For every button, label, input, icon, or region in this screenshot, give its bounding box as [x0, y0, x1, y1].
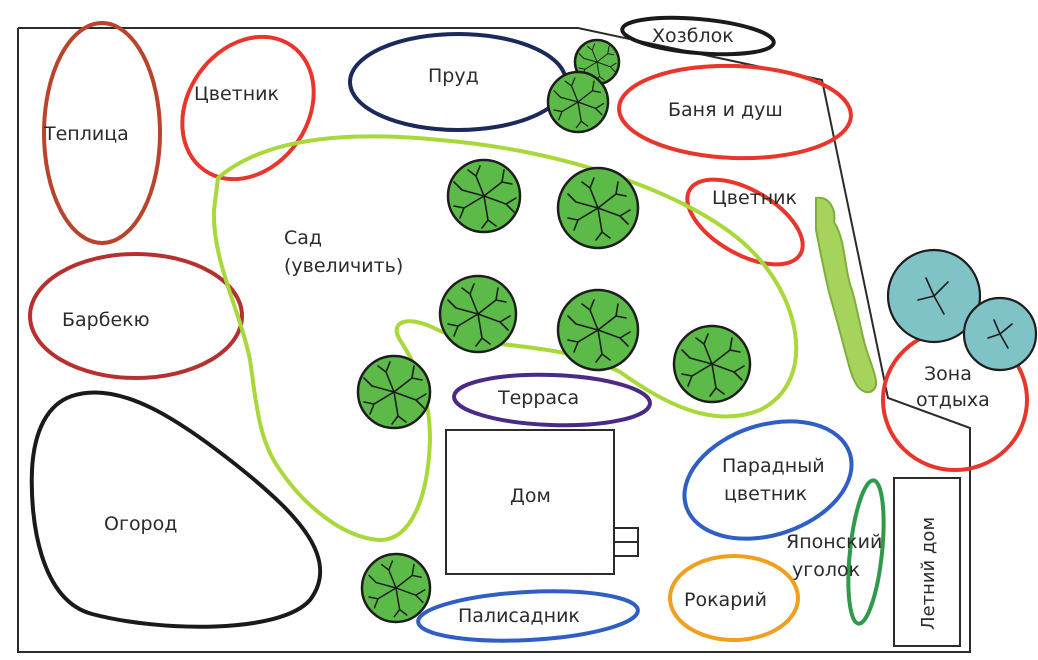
summer-house-building	[893, 477, 961, 647]
front-flowerbed-label: Парадный	[722, 455, 825, 477]
barbecue-zone	[28, 252, 244, 380]
front-flowerbed-label-2: цветник	[724, 483, 807, 505]
flowerbed-zone-1	[180, 34, 316, 182]
flowerbed-zone-2	[685, 177, 805, 267]
greenhouse-label: Теплица	[43, 123, 129, 145]
summer-house-label: Летний дом	[918, 517, 939, 630]
hedge-strip	[815, 196, 877, 394]
house-building	[445, 429, 615, 575]
japanese-corner-label: Японский	[786, 531, 882, 553]
pond-label: Пруд	[428, 65, 479, 87]
greenhouse-zone	[42, 21, 162, 245]
tree-icon	[360, 552, 432, 624]
house-label: Дом	[510, 485, 551, 507]
tree-icon	[546, 70, 610, 134]
teal-tree-icon	[886, 248, 982, 344]
terrace-label: Терраса	[497, 387, 579, 409]
rockery-zone	[668, 554, 800, 642]
relax-zone-label: Зона	[924, 363, 972, 385]
orchard-label: Сад	[284, 227, 322, 249]
terrace-zone	[452, 372, 652, 428]
tree-icon	[438, 274, 518, 354]
tree-icon	[356, 354, 432, 430]
relax-zone-label-2: отдыха	[916, 389, 990, 411]
vegetable-garden-zone	[29, 390, 323, 629]
front-garden-zone	[416, 589, 640, 643]
vegetable-garden-label: Огород	[104, 513, 177, 535]
tree-icon	[446, 158, 522, 234]
teal-tree-icon	[962, 296, 1038, 372]
shed-label: Хозблок	[652, 25, 734, 47]
tree-icon	[556, 288, 640, 372]
front-flowerbed-zone	[682, 419, 854, 541]
rockery-label: Рокарий	[684, 589, 767, 611]
flowerbed-label-2: Цветник	[712, 187, 797, 209]
front-garden-label: Палисадник	[458, 605, 580, 627]
japanese-corner-zone	[846, 478, 886, 626]
sauna-label: Баня и душ	[668, 99, 783, 121]
sauna-zone	[617, 63, 853, 161]
shed-zone	[620, 15, 776, 57]
orchard-label-note: (увеличить)	[284, 255, 403, 277]
barbecue-label: Барбекю	[62, 309, 150, 331]
flowerbed-label-1: Цветник	[194, 83, 279, 105]
japanese-corner-label-2: уголок	[792, 559, 860, 581]
tree-icon	[672, 324, 752, 404]
tree-icon	[556, 166, 640, 250]
plot-boundary	[17, 27, 971, 653]
